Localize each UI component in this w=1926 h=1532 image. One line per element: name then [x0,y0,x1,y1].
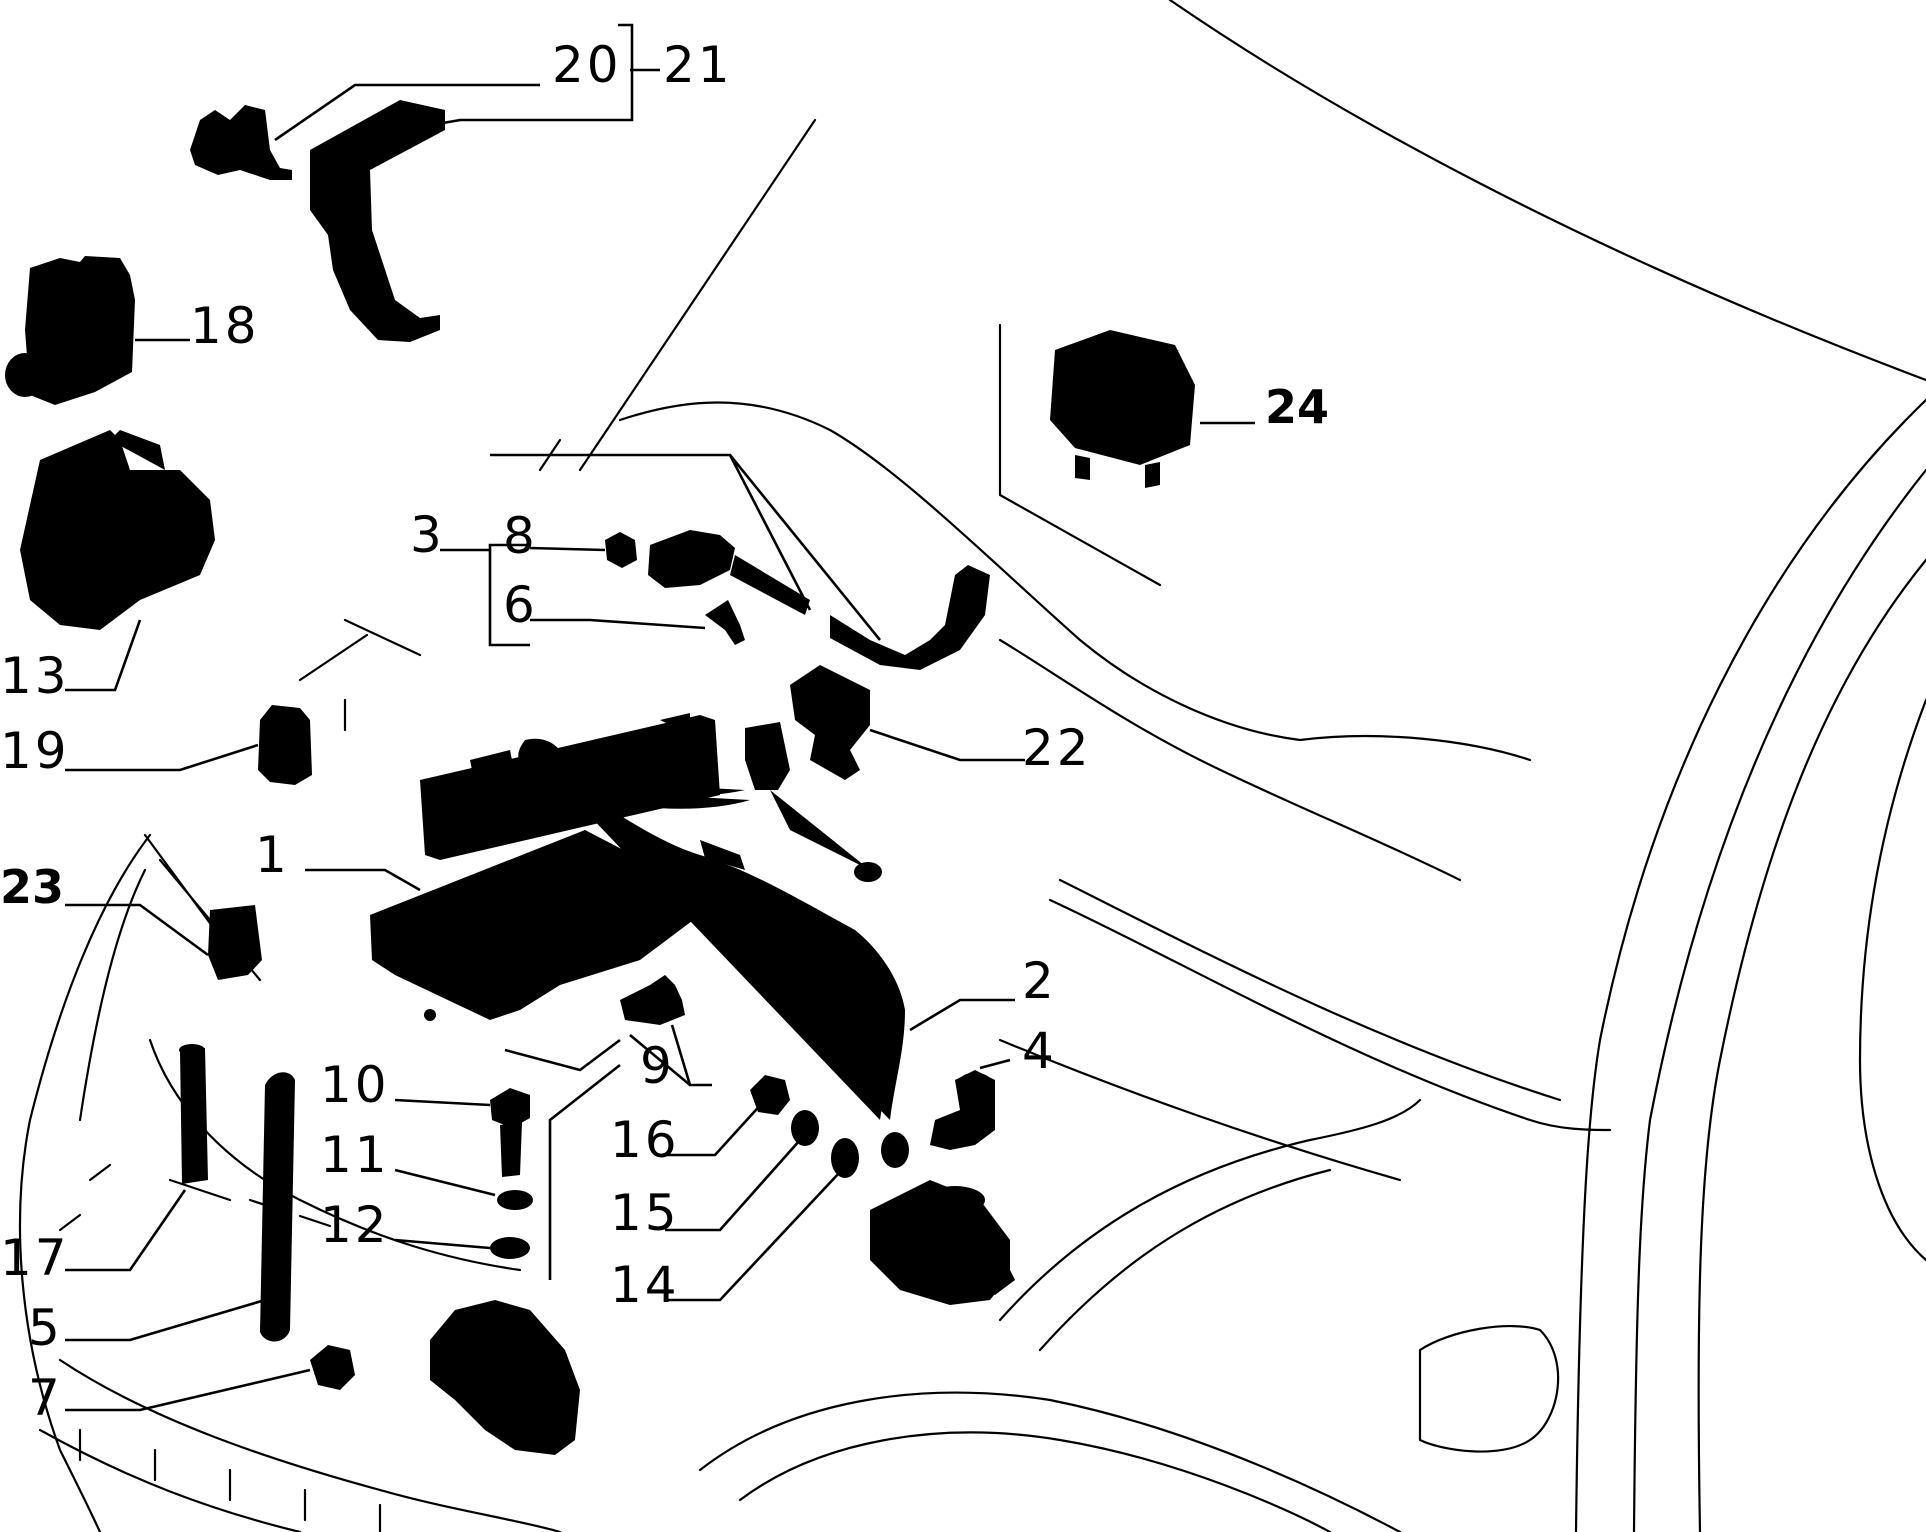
nut-7-icon [310,1345,355,1390]
callout-5: 5 [28,1299,63,1357]
callout-9: 9 [640,1037,675,1095]
callout-8: 8 [503,507,538,565]
callout-15: 15 [610,1184,680,1242]
connector-icon [745,722,882,882]
callout-7: 7 [28,1369,63,1427]
callout-19: 19 [0,722,70,780]
tube-17-icon [179,1044,208,1184]
bolt-6-icon [705,600,745,645]
callout-20: 20 [552,36,622,94]
nut-8-icon [605,532,637,568]
battery-cable-2-icon [518,738,909,1168]
callout-4: 4 [1022,1022,1057,1080]
fuse-holder-19-icon [258,695,312,785]
callout-23: 23 [0,860,64,914]
bracket-22-icon [790,665,870,780]
callout-3: 3 [410,506,445,564]
spring-washer-11-icon [497,1190,533,1210]
callout-14: 14 [610,1256,680,1314]
callout-11: 11 [320,1126,390,1184]
bracket-21-icon [310,100,445,342]
starter-motor-icon [870,1180,1015,1305]
grommet-23-icon [208,905,262,980]
parts [5,100,1195,1455]
washer-12-icon [490,1237,530,1259]
callouts: 20 21 18 13 19 23 17 5 7 10 11 12 1 3 8 … [0,36,1329,1427]
callout-1: 1 [255,826,290,884]
strap-5-icon [260,1072,295,1342]
callout-12: 12 [320,1196,390,1254]
relay-24-icon [1050,330,1195,488]
callout-18: 18 [190,297,260,355]
callout-13: 13 [0,647,70,705]
washer-14-icon [831,1138,859,1178]
spring-washer-15-icon [791,1110,819,1146]
vehicle-body-outline [18,0,1926,1532]
clip-13-icon [20,430,215,630]
callout-10: 10 [320,1056,390,1114]
callout-2: 2 [1022,952,1057,1010]
callout-6: 6 [503,576,538,634]
leader-lines [65,23,1255,1412]
callout-24: 24 [1265,380,1329,434]
callout-22: 22 [1022,719,1092,777]
battery-terminal-3-icon [648,530,990,670]
callout-17: 17 [0,1229,70,1287]
bolt-10-icon [490,1088,530,1177]
terminal-cover-4-icon [930,1070,995,1150]
clip-18-icon [5,256,135,405]
clip-20-icon [190,105,292,180]
callout-21: 21 [663,36,733,94]
sensor-icon [430,1300,580,1455]
bracket-9-icon [620,975,685,1025]
callout-16: 16 [610,1111,680,1169]
